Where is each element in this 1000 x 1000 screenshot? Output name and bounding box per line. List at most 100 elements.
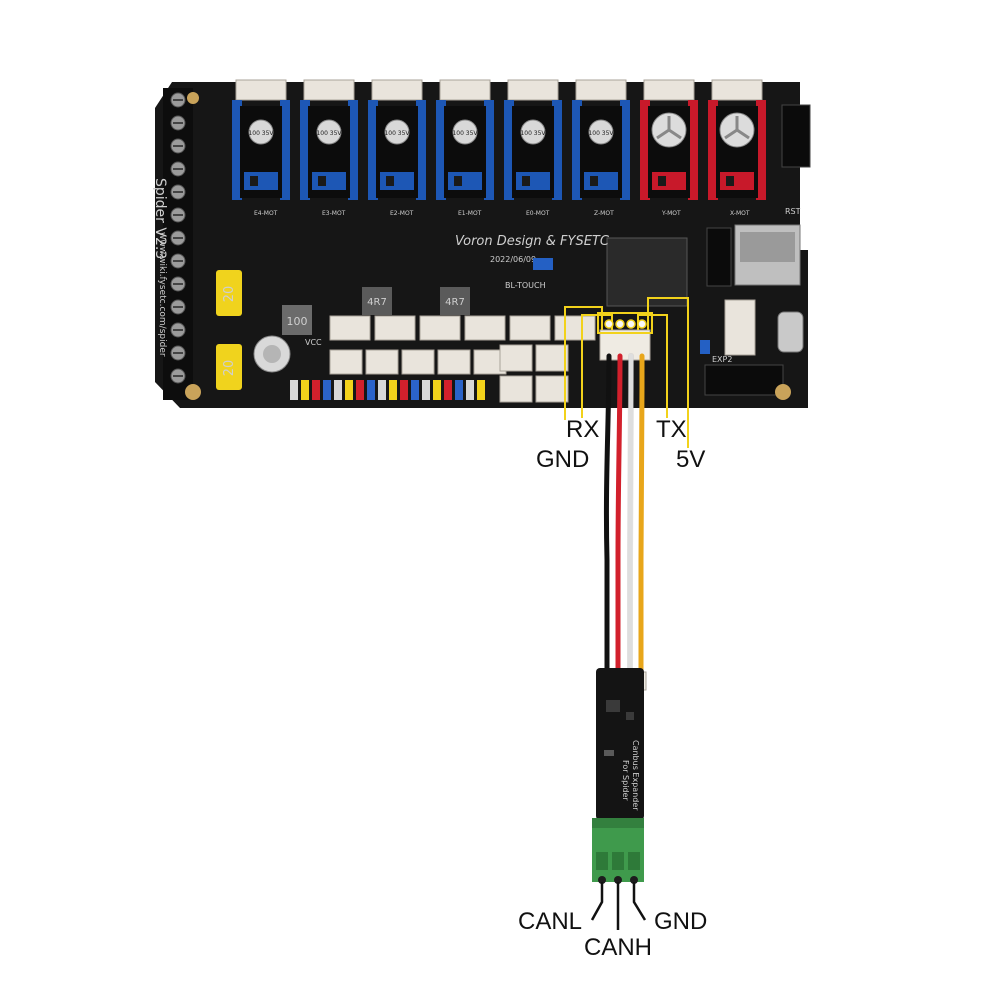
fuse-1 — [216, 270, 242, 316]
jst-connector — [499, 375, 533, 403]
wire-white — [627, 353, 634, 685]
gnd-terminal-label: GND — [654, 908, 708, 935]
jst-connector — [401, 349, 435, 375]
terminal-screw — [598, 876, 606, 884]
jst-connector — [554, 315, 596, 341]
pin-header — [400, 380, 408, 400]
jst-connector — [437, 349, 471, 375]
spider-board: 100 35V 100 35V 100 35V 100 35V 100 35V 100 3… — [152, 79, 811, 408]
pin-header — [323, 380, 331, 400]
jumper — [700, 340, 710, 354]
stepper-driver: 100 35V — [300, 79, 358, 200]
jst-connector — [365, 349, 399, 375]
jst-connector — [464, 315, 506, 341]
driver-capacitor-text: 100 35V — [384, 130, 410, 137]
jumper — [533, 258, 553, 270]
motor-label: Y-MOT — [661, 210, 681, 217]
gnd-leader — [632, 882, 647, 921]
stepper-driver: 100 35V — [368, 79, 426, 200]
date-text: 2022/06/09 — [490, 255, 536, 264]
pin-header — [389, 380, 397, 400]
pin-header — [466, 380, 474, 400]
inductor-text: 100 — [287, 315, 308, 328]
jst-connector — [509, 315, 551, 341]
jst-connector — [329, 315, 371, 341]
choke-1 — [362, 287, 392, 315]
pin-header — [411, 380, 419, 400]
motor-label: E2-MOT — [390, 210, 414, 217]
tx-label: TX — [656, 416, 687, 443]
jst-connector — [374, 315, 416, 341]
mounting-hole — [775, 384, 791, 400]
choke-2-text: 4R7 — [445, 297, 465, 308]
mounting-hole — [187, 92, 199, 104]
pin-header — [334, 380, 342, 400]
canl-label: CANL — [518, 908, 583, 935]
terminal-screw — [614, 876, 622, 884]
model-text: Spider V2.3 — [152, 178, 168, 259]
motor-label: Z-MOT — [594, 210, 614, 217]
mcu-chip — [606, 237, 688, 307]
choke-1-text: 4R7 — [367, 297, 387, 308]
module-line2: For Spider — [621, 760, 630, 801]
jst-connector — [499, 344, 533, 372]
motor-label: X-MOT — [730, 210, 750, 217]
rst-text: RST — [785, 207, 801, 216]
gnd-label: GND — [536, 446, 590, 473]
terminal-leaders — [590, 882, 647, 930]
canh-label: CANH — [584, 934, 653, 961]
terminal-screw — [630, 876, 638, 884]
motor-label: E3-MOT — [322, 210, 346, 217]
wire-red — [615, 353, 623, 683]
choke-2 — [440, 287, 470, 315]
stepper-driver: 100 35V — [504, 79, 562, 200]
jst-connector — [419, 315, 461, 341]
canbus-expander: Canbus Expander For Spider — [592, 668, 647, 884]
fuse-2 — [216, 344, 242, 390]
driver-capacitor-text: 100 35V — [452, 130, 478, 137]
driver-capacitor-text: 100 35V — [248, 130, 274, 137]
canl-leader — [590, 882, 604, 921]
can-terminal-block — [592, 818, 644, 882]
wire-white-outline — [627, 353, 634, 685]
stepper-driver: 100 35V — [572, 79, 630, 200]
fuse-2-text: 20 — [222, 360, 237, 377]
pin-header — [301, 380, 309, 400]
pin-markers — [604, 319, 647, 329]
exp-text: EXP2 — [712, 355, 732, 364]
wire-black — [603, 353, 612, 681]
wire-yellow — [638, 353, 645, 683]
module-line1: Canbus Expander — [631, 740, 640, 811]
pin-header — [290, 380, 298, 400]
driver-capacitor-text: 100 35V — [316, 130, 342, 137]
pin-header — [356, 380, 364, 400]
motor-label: E1-MOT — [458, 210, 482, 217]
brand-text: Voron Design & FYSETC — [455, 234, 610, 249]
gnd-callout — [564, 306, 603, 420]
fuse-1-text: 20 — [222, 286, 237, 303]
exp-header — [704, 364, 784, 396]
stepper-driver — [708, 79, 766, 200]
stepper-driver — [640, 79, 698, 200]
motor-label: E4-MOT — [254, 210, 278, 217]
jst-connector — [535, 375, 569, 403]
vcc-text: VCC — [305, 338, 322, 347]
pin-header — [433, 380, 441, 400]
pin-header — [444, 380, 452, 400]
stepper-driver: 100 35V — [232, 79, 290, 200]
mounting-hole — [185, 384, 201, 400]
rx-label: RX — [566, 416, 600, 443]
pin-header — [367, 380, 375, 400]
pin-header — [345, 380, 353, 400]
inductor — [282, 305, 312, 335]
driver-capacitor-text: 100 35V — [520, 130, 546, 137]
motor-label: E0-MOT — [526, 210, 550, 217]
v5-label: 5V — [676, 446, 706, 473]
pin-header — [312, 380, 320, 400]
bltouch-text: BL-TOUCH — [505, 281, 546, 290]
pin-header — [477, 380, 485, 400]
usb-c-port — [777, 311, 804, 353]
stepper-driver: 100 35V — [436, 79, 494, 200]
driver-capacitor-text: 100 35V — [588, 130, 614, 137]
